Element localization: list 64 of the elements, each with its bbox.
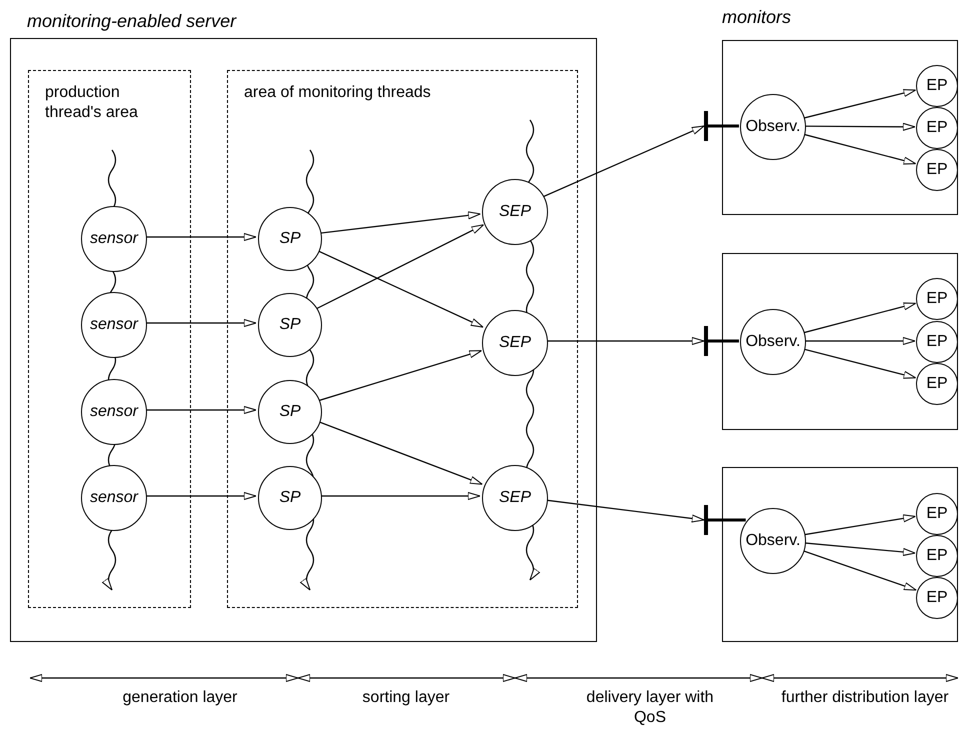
node-label: EP [926,590,948,606]
socket-bar [704,326,708,356]
arrow [804,302,916,334]
arrow [805,337,916,345]
node-label: sensor [90,317,138,333]
node-label: Observ. [746,533,800,549]
node-label: EP [926,78,948,94]
node-label: sensor [90,490,138,506]
monitor-box [722,253,958,430]
thread-area [28,70,191,608]
node-label: EP [926,548,948,564]
thread-area [227,70,578,608]
socket-bar [704,111,708,141]
node-label: EP [926,376,948,392]
node-label: EP [926,334,948,350]
arrow [145,406,256,414]
arrow [804,348,916,379]
server-title: monitoring-enabled server [27,10,236,33]
arrow [320,492,480,500]
layer-label: sorting layer [361,688,451,708]
arrow [316,250,484,328]
arrow [802,550,917,591]
area-label: production thread's area [45,83,139,123]
arrow [804,542,916,556]
layer-label: further distribution layer [780,688,950,708]
arrow [318,350,482,402]
layer-label: delivery layer with QoS [585,688,715,728]
node-label: EP [926,506,948,522]
arrow [316,224,484,310]
node-label: SEP [498,204,531,220]
node-label: sensor [90,404,138,420]
layer-label: generation layer [122,688,238,708]
arrow [546,337,704,345]
arrow [546,500,704,522]
arrow [804,514,916,536]
arrow [804,89,916,119]
node-label: Observ. [746,334,800,350]
arrow [318,420,483,485]
arrow [805,122,916,131]
node-label: sensor [90,231,138,247]
node-label: SEP [498,335,531,351]
area-label: area of monitoring threads [244,83,432,103]
node-label: SP [279,231,301,247]
monitor-box [722,40,958,215]
node-label: SEP [498,490,531,506]
connector-line [708,518,746,522]
arrow [145,319,256,327]
node-label: Observ. [746,119,800,135]
connector-line [708,340,739,342]
connector-line [708,124,739,128]
arrow [804,134,916,165]
node-label: EP [926,120,948,136]
node-label: SP [279,404,301,420]
node-label: SP [279,490,301,506]
socket-bar [704,505,708,535]
arrow [542,125,704,198]
node-label: EP [926,162,948,178]
node-label: SP [279,317,301,333]
arrow [320,211,481,234]
group-title: monitors [722,6,792,28]
arrow [145,233,256,241]
arrow [145,492,256,500]
monitor-box [722,467,958,642]
node-label: EP [926,291,948,307]
